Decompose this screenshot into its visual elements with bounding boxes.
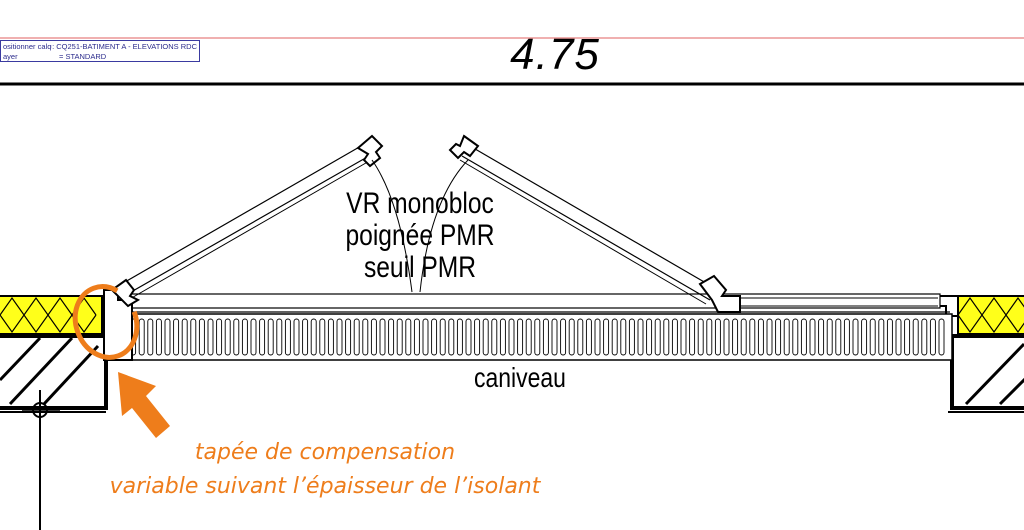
tooltip-key: ositionner calque bbox=[3, 42, 52, 51]
right-door-leaf bbox=[419, 134, 741, 313]
annotation-text: tapée de compensation variable suivant l… bbox=[90, 436, 560, 504]
door-spec-label: VR monobloc poignée PMR seuil PMR bbox=[338, 188, 502, 284]
threshold bbox=[107, 293, 950, 313]
label-line-handle: poignée PMR bbox=[345, 219, 495, 252]
gutter-grate bbox=[121, 318, 945, 356]
gutter-label: caniveau bbox=[474, 362, 566, 393]
left-door-leaf bbox=[110, 134, 413, 308]
right-wall bbox=[935, 295, 1024, 413]
annotation-line-1: tapée de compensation bbox=[194, 440, 456, 465]
tooltip-key: ayer bbox=[3, 51, 18, 61]
label-line-vr: VR monobloc bbox=[346, 187, 494, 220]
dimension-value: 4.75 bbox=[510, 30, 600, 79]
gutter bbox=[105, 313, 953, 361]
tooltip-row-style: ayer = STANDARD bbox=[3, 52, 197, 62]
tooltip-value: = STANDARD bbox=[59, 51, 107, 61]
annotation-line-2: variable suivant l’épaisseur de l’isolan… bbox=[109, 474, 541, 499]
tooltip-value: CQ251-BATIMENT A - ELEVATIONS RDC bbox=[56, 42, 197, 51]
layer-tooltip: ositionner calque: CQ251-BATIMENT A - EL… bbox=[0, 40, 200, 62]
label-line-threshold: seuil PMR bbox=[363, 251, 477, 284]
tooltip-row-layer: ositionner calque: CQ251-BATIMENT A - EL… bbox=[3, 42, 197, 51]
annotation-arrow bbox=[118, 372, 170, 438]
left-insulation bbox=[0, 295, 103, 335]
highlight-circle bbox=[72, 284, 140, 360]
